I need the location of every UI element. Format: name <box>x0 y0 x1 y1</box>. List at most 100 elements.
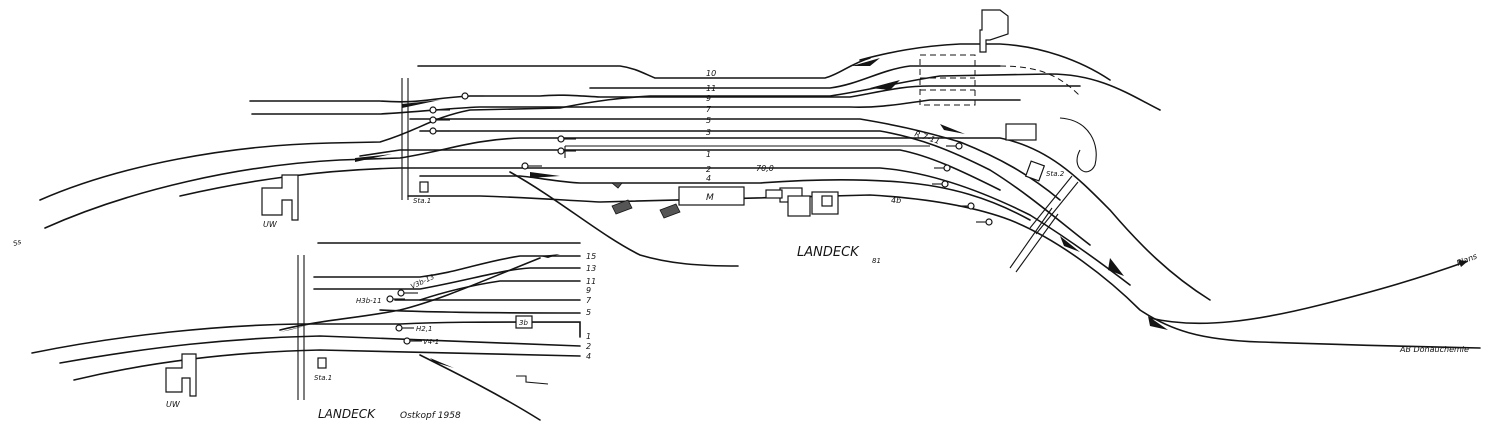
switch-1 <box>402 100 440 108</box>
track-label-5: 5 <box>706 116 711 125</box>
signal-icon <box>557 147 576 155</box>
track-11 <box>589 65 1001 89</box>
inset-siding-label: 3b <box>519 319 528 327</box>
loading-ramp-1 <box>611 199 633 215</box>
bridge-west <box>401 78 409 200</box>
inset-track-label-2: 2 <box>586 342 591 351</box>
sta1-label: Sta.1 <box>413 197 431 205</box>
switch-3 <box>530 172 560 178</box>
goods-shed-label: M <box>706 193 714 203</box>
inset-uw-label: UW <box>166 400 181 409</box>
track-9 <box>249 85 1081 103</box>
track-10 <box>417 57 871 79</box>
sta1-marker <box>419 181 429 193</box>
inset-track-4 <box>73 349 581 381</box>
uw-building-icon <box>261 174 299 221</box>
sta2-label: Sta.2 <box>1046 170 1065 178</box>
main-line-north <box>39 73 1161 201</box>
inset-track-label-9: 9 <box>586 286 591 295</box>
track-label-10: 10 <box>706 69 716 78</box>
inset-track-label-4: 4 <box>586 352 591 361</box>
loading-ramp-2 <box>659 203 681 219</box>
uw-label: UW <box>263 220 278 229</box>
inset-sta1-marker <box>317 357 327 369</box>
track-label-9: 9 <box>706 94 711 103</box>
inset-uw-building-icon <box>165 353 197 397</box>
signal-icon <box>958 202 975 210</box>
inset-track-13 <box>313 255 581 278</box>
signal-icon <box>429 127 450 135</box>
inset-dock <box>516 375 549 385</box>
track-2 <box>179 167 1131 286</box>
switch-6 <box>940 124 965 134</box>
loading-ramp-3 <box>610 182 623 189</box>
switch-8 <box>1108 258 1124 276</box>
signal-icon <box>976 218 993 226</box>
destination-ss: Ss <box>12 238 23 248</box>
signal-icon <box>395 324 414 332</box>
engine-shed-outline <box>919 54 976 106</box>
signal-icon <box>403 337 422 345</box>
inset-subtitle: Ostkopf 1958 <box>400 411 461 421</box>
inset-track-label-11: 11 <box>586 277 596 286</box>
switch-4 <box>852 58 880 66</box>
inset-track-11 <box>313 267 581 290</box>
destination-donauchemie: AB Donauchemie <box>1399 345 1469 354</box>
track-label-11: 11 <box>706 84 716 93</box>
switch-9 <box>1148 316 1168 330</box>
inset-siding-box <box>515 315 533 329</box>
signal-icon <box>557 135 576 143</box>
track-label-4b: 4b <box>891 196 901 205</box>
inset-track-label-7: 7 <box>586 296 592 305</box>
destination-plans: Plans <box>1455 252 1478 268</box>
inset-track-label-15: 15 <box>586 252 596 261</box>
depot-building <box>1005 123 1037 141</box>
signal-icon <box>429 116 450 124</box>
track-label-4: 4 <box>706 174 711 183</box>
track-label-2: 2 <box>706 165 711 174</box>
track-4 <box>419 175 1031 221</box>
sta2-box <box>1024 160 1046 182</box>
speed-label: 70,0 <box>756 164 774 173</box>
signal-icon <box>521 162 542 170</box>
inset-sta1-label: Sta.1 <box>314 374 332 382</box>
track-7 <box>251 99 1021 115</box>
track-1 <box>359 149 1001 191</box>
inset-entry-line <box>279 257 541 331</box>
signal-icon <box>461 92 484 100</box>
inset-title: LANDECK <box>318 407 376 421</box>
inset-track-label-1: 1 <box>586 332 591 341</box>
plans-arrow-icon <box>1458 260 1468 267</box>
inset-track-1 <box>31 321 581 354</box>
inset-signal-h21: H2,1 <box>416 325 432 333</box>
inset-branch <box>419 354 541 421</box>
bridge-east <box>1009 175 1079 273</box>
inset-plan: 3b V3b-13 H3b-11 H2,1 V4-1 15 13 11 9 7 … <box>31 242 596 421</box>
inset-track-label-5: 5 <box>586 308 591 317</box>
line-to-plans <box>1149 261 1466 325</box>
track-4b <box>509 171 739 267</box>
signal-icon <box>946 142 963 150</box>
dashed-planned-line <box>999 65 1081 97</box>
inset-track-2 <box>59 335 581 364</box>
track-label-1: 1 <box>706 150 711 159</box>
track-label-7: 7 <box>706 105 712 114</box>
inset-track-label-13: 13 <box>586 264 596 273</box>
figure-number: 81 <box>872 257 881 265</box>
signal-icon <box>429 106 450 114</box>
inset-switch-3 <box>540 254 560 258</box>
switch-2 <box>355 154 392 162</box>
inset-signal-v41: V4-1 <box>423 338 439 346</box>
main-plan-title: LANDECK <box>797 245 860 260</box>
switch-7 <box>1060 236 1080 252</box>
track-label-3: 3 <box>706 128 711 137</box>
inset-signal-h3b: H3b-11 <box>356 297 382 305</box>
water-tower-icon <box>979 9 1009 53</box>
station-building <box>765 187 839 217</box>
signal-icon <box>932 180 949 188</box>
signal-icon <box>934 164 951 172</box>
signals <box>429 92 993 226</box>
inset-switch-1 <box>280 324 312 332</box>
inset-switch-2 <box>430 358 454 368</box>
